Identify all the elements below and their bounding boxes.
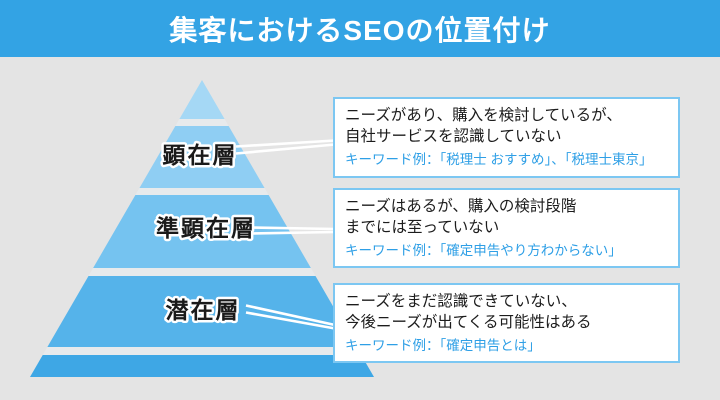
connector-senzai-line	[245, 311, 336, 330]
info-desc-line: ニーズはあるが、購入の検討段階	[345, 198, 577, 215]
info-desc-line: までには至っていない	[345, 219, 500, 236]
info-box-senzai: ニーズをまだ認識できていない、 今後ニーズが出てくる可能性はある キーワード例：…	[333, 283, 680, 363]
pyramid-band-base	[30, 355, 374, 377]
info-desc-line: ニーズをまだ認識できていない、	[345, 293, 577, 310]
connector-junkenzai-line	[249, 226, 336, 231]
connector-kenzai-line	[235, 143, 336, 155]
band-separator	[30, 268, 374, 276]
keyword-example: キーワード例：「確定申告やり方わからない」	[345, 243, 622, 258]
connector-lines	[235, 139, 336, 330]
keyword-example: キーワード例：「確定申告とは」	[345, 338, 541, 353]
page-title: 集客におけるSEOの位置付け	[169, 14, 551, 46]
band-separator	[30, 119, 374, 126]
pyramid-label-junkenzai: 準顕在層	[156, 215, 256, 241]
info-box-junkenzai: ニーズはあるが、購入の検討段階 までには至っていない キーワード例：「確定申告や…	[333, 188, 680, 268]
pyramid-diagram: 顕在層 準顕在層 潜在層	[30, 80, 374, 377]
connector-kenzai-line	[235, 139, 336, 148]
band-separator	[30, 347, 374, 355]
info-desc-line: 自社サービスを認識していない	[345, 128, 562, 145]
info-box-kenzai: ニーズがあり、購入を検討しているが、 自社サービスを認識していない キーワード例…	[333, 97, 680, 178]
header-bar: 集客におけるSEOの位置付け	[0, 0, 720, 57]
pyramid-label-senzai: 潜在層	[166, 297, 241, 323]
connector-junkenzai-line	[249, 230, 336, 235]
connector-senzai-line	[245, 304, 336, 327]
content-area: 顕在層 準顕在層 潜在層 ニーズがあり、購入を検討しているが、 自社サービスを認…	[0, 57, 720, 400]
band-separator	[30, 188, 374, 195]
keyword-example: キーワード例：「税理士 おすすめ」、「税理士東京」	[345, 152, 653, 167]
info-desc-line: ニーズがあり、購入を検討しているが、	[345, 107, 622, 124]
info-desc-line: 今後ニーズが出てくる可能性はある	[345, 314, 592, 331]
pyramid-band-senzai	[30, 276, 374, 347]
pyramid-label-kenzai: 顕在層	[163, 142, 238, 168]
